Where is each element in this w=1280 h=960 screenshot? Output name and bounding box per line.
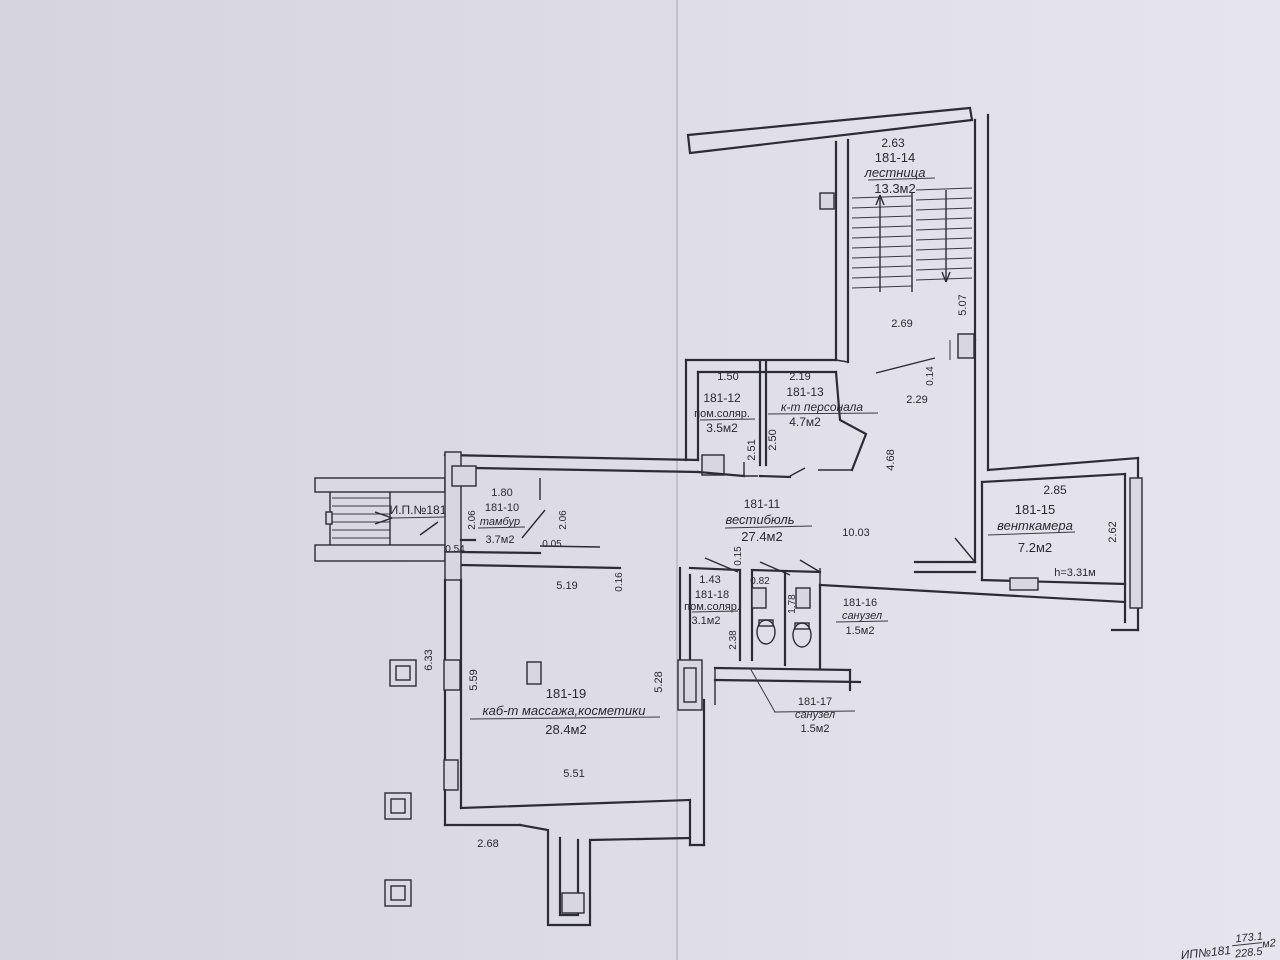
dim-width: 1.80 — [491, 487, 512, 499]
entrance-steps — [314, 477, 446, 562]
room-area: 3.5м2 — [706, 421, 738, 435]
dim-width: 1.50 — [717, 371, 738, 383]
dim-4-68: 4.68 — [885, 449, 897, 470]
tambour-walls — [419, 451, 622, 570]
footer-area-note: ИП№181 173.1 228.5 м2 — [1180, 931, 1277, 960]
room-id: 181-16 — [843, 597, 877, 609]
room-181-19-label: 181-19 каб-т массажа,косметики 28.4м2 — [469, 686, 661, 737]
room-name: пом.соляр. — [694, 408, 750, 420]
wc-block-walls — [688, 557, 862, 713]
paper-fold — [676, 0, 678, 960]
svg-text:И.П.№181: И.П.№181 — [390, 503, 447, 517]
room-181-14-label: 2.63 181-14 лестница 13.3м2 — [864, 136, 936, 196]
dim-2-51: 2.51 — [746, 439, 758, 460]
dim-2-29: 2.29 — [906, 394, 927, 406]
stair-steps — [851, 187, 973, 292]
dim-0-16: 0.16 — [614, 572, 625, 592]
massage-room-walls — [443, 551, 706, 927]
dim-5-59: 5.59 — [468, 669, 480, 690]
dim-5-07: 5.07 — [957, 294, 969, 315]
room-name: лестница — [864, 165, 926, 180]
columns — [384, 659, 417, 907]
room-area: 1.5м2 — [801, 723, 830, 735]
entry-label: И.П.№181 — [390, 503, 447, 519]
dim-10-03: 10.03 — [842, 527, 870, 539]
room-181-16-label: 181-16 санузел 1.5м2 — [835, 597, 889, 637]
room-name: вестибюль — [725, 512, 794, 527]
room-area: 27.4м2 — [741, 529, 782, 544]
dim-6-33: 6.33 — [423, 649, 435, 670]
dim-width: 2.19 — [789, 371, 810, 383]
room-name: к-т персонала — [781, 400, 864, 414]
dim-2-68: 2.68 — [477, 838, 498, 850]
dim-5-51: 5.51 — [563, 768, 584, 780]
room-name: санузел — [795, 709, 835, 721]
dim-2-62: 2.62 — [1107, 521, 1119, 542]
room-181-17-label: 181-17 санузел 1.5м2 — [773, 696, 856, 735]
stair-tower-walls — [686, 106, 990, 472]
room-area: 7.2м2 — [1018, 540, 1052, 555]
room-id: 181-10 — [485, 502, 519, 514]
room-area: 3.1м2 — [692, 615, 721, 627]
dim-0-82: 0.82 — [750, 576, 770, 587]
footer-fraction-bottom: 228.5 — [1233, 946, 1264, 960]
dim-0-05: 0.05 — [542, 539, 562, 550]
room-181-11-label: 181-11 вестибюль 27.4м2 — [724, 497, 813, 544]
room-area: 1.5м2 — [846, 625, 875, 637]
room-181-18-label: 1.43 181-18 пом.соляр. 3.1м2 — [684, 574, 740, 627]
room-id: 181-12 — [703, 391, 741, 405]
room-181-12-label: 1.50 181-12 пом.соляр. 3.5м2 — [694, 371, 756, 435]
room-id: 181-19 — [546, 686, 586, 701]
dim-width: 1.43 — [699, 574, 720, 586]
dimension-labels: 2.69 5.07 0.14 2.29 4.68 2.51 2.50 10.03… — [423, 294, 1119, 850]
room-id: 181-15 — [1015, 502, 1055, 517]
dim-2-06-right: 2.06 — [558, 510, 569, 530]
room-area: 4.7м2 — [789, 415, 821, 429]
dim-2-50: 2.50 — [767, 429, 779, 450]
footer-unit: м2 — [1262, 937, 1277, 950]
dim-width: 2.85 — [1043, 483, 1067, 497]
dim-0-15: 0.15 — [733, 546, 744, 566]
room-181-10-label: 1.80 181-10 тамбур 3.7м2 — [477, 487, 526, 546]
footer-fraction-top: 173.1 — [1235, 931, 1264, 946]
dim-width: 2.63 — [881, 136, 905, 150]
vestibule-walls — [443, 338, 1143, 632]
room-id: 181-13 — [786, 385, 824, 399]
room-name: санузел — [842, 610, 882, 622]
dim-0-54: 0.54 — [445, 544, 465, 555]
footer-label: ИП№181 — [1180, 943, 1231, 960]
room-181-13-label: 2.19 181-13 к-т персонала 4.7м2 — [767, 371, 879, 429]
room-area: 13.3м2 — [874, 181, 915, 196]
dim-1-78: 1.78 — [787, 594, 798, 614]
dim-2-38: 2.38 — [728, 630, 739, 650]
dim-5-19: 5.19 — [556, 580, 577, 592]
room-id: 181-11 — [744, 497, 781, 511]
dim-2-06-left: 2.06 — [467, 510, 478, 530]
room-name: тамбур — [480, 516, 520, 528]
dim-0-14: 0.14 — [925, 366, 936, 386]
room-name: пом.соляр. — [684, 601, 740, 613]
room-id: 181-17 — [798, 696, 832, 708]
ceiling-height: h=3.31м — [1054, 567, 1096, 579]
room-area: 28.4м2 — [545, 722, 586, 737]
dim-5-28: 5.28 — [653, 671, 665, 692]
room-id: 181-18 — [695, 589, 729, 601]
room-name: каб-т массажа,косметики — [483, 703, 646, 718]
door-swing — [875, 357, 936, 374]
room-area: 3.7м2 — [486, 534, 515, 546]
dim-2-69: 2.69 — [891, 318, 912, 330]
room-id: 181-14 — [875, 150, 915, 165]
rooms-12-13-walls — [684, 358, 868, 477]
room-name: венткамера — [997, 518, 1073, 533]
room-181-15-label: 2.85 181-15 венткамера 7.2м2 h=3.31м — [987, 483, 1096, 579]
